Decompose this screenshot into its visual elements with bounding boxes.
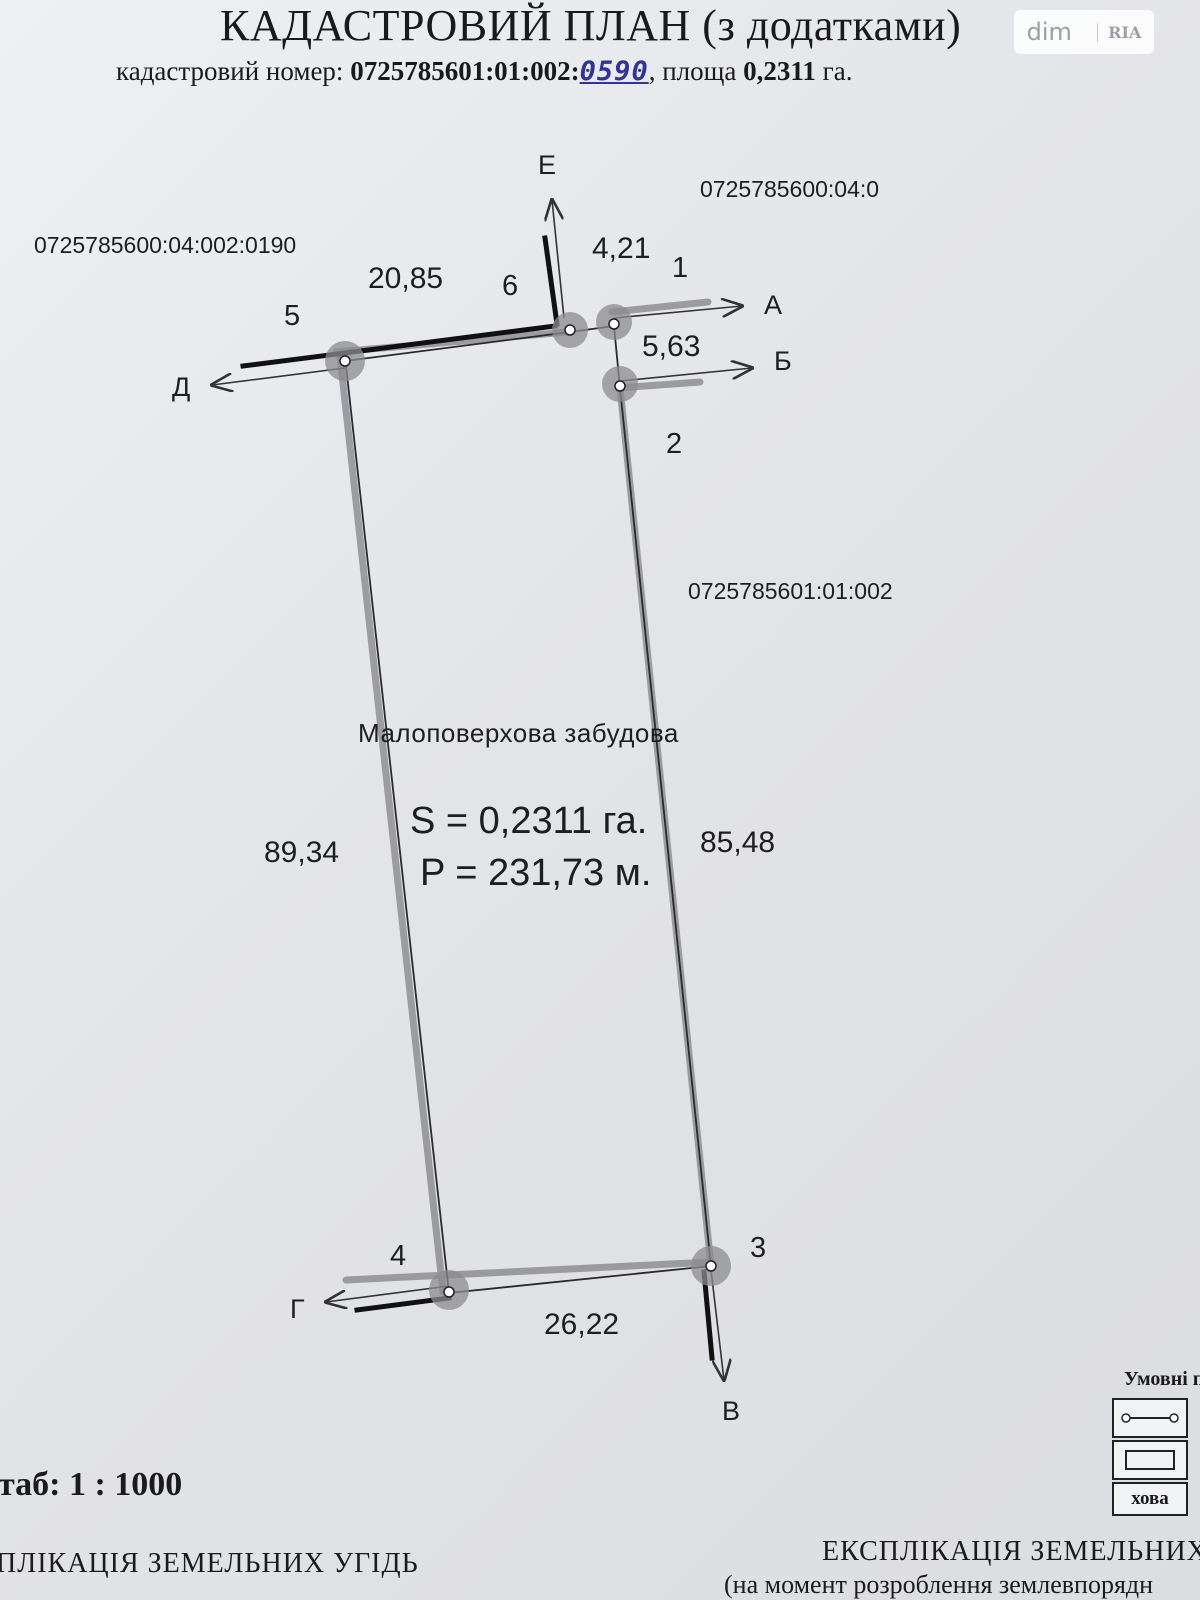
- legend-third-entry: хова: [1112, 1482, 1188, 1516]
- neighbor-letter-d: Д: [172, 372, 191, 402]
- cadastral-number: 0725785601:01:002:: [350, 56, 580, 86]
- area-unit: га.: [815, 56, 853, 86]
- area-prefix: , площа: [648, 56, 744, 86]
- cadastral-prefix: кадастровий номер:: [116, 56, 351, 86]
- watermark-dim-text: dim: [1026, 18, 1072, 46]
- scale-label: таб: 1 : 1000: [0, 1466, 183, 1503]
- boundary-3-4: [448, 1265, 712, 1294]
- legend-boundary-icon: [1121, 1413, 1179, 1423]
- corner-point-5: [339, 355, 351, 367]
- legend-title: Умовні п: [1124, 1368, 1200, 1390]
- point-number-3: 3: [750, 1232, 767, 1264]
- point-number-2: 2: [666, 428, 683, 460]
- arrow-g: [326, 1285, 450, 1302]
- point-number-1: 1: [672, 252, 689, 284]
- watermark-ria-logo: RIA: [1097, 22, 1141, 42]
- corner-point-3: [705, 1260, 717, 1272]
- explication-right-subtitle: (на момент розроблення землевпорядн: [724, 1570, 1154, 1599]
- dimension-1-2: 5,63: [642, 330, 701, 363]
- neighbor-parcel-top-left: 0725785600:04:002:0190: [34, 232, 297, 258]
- dimension-5-6: 20,85: [368, 262, 444, 295]
- neighbor-line-d-6: [342, 323, 558, 356]
- corner-point-2: [614, 380, 626, 392]
- page-title: КАДАСТРОВИЙ ПЛАН (з додатками): [220, 1, 962, 50]
- arrow-b: [619, 368, 752, 382]
- neighbor-boundaries: [240, 235, 715, 1361]
- neighbor-arrows: [212, 200, 752, 1380]
- arrow-d: [212, 367, 346, 385]
- corner-point-4: [443, 1286, 455, 1298]
- arrow-v: [710, 1269, 724, 1380]
- legend-boundary-symbol: [1112, 1398, 1188, 1438]
- arrow-e: [552, 200, 565, 319]
- explication-right-title: ЕКСПЛІКАЦІЯ ЗЕМЕЛЬНИХ: [822, 1536, 1200, 1567]
- area-label: S = 0,2311 га.: [410, 800, 648, 842]
- point-number-4: 4: [390, 1240, 407, 1272]
- neighbor-letter-e: Е: [538, 150, 557, 180]
- cadastral-handwritten-number: 0590: [579, 56, 649, 87]
- neighbor-line-v: [701, 1269, 715, 1361]
- boundary-shadow: [332, 298, 716, 1296]
- neighbor-line-e: [542, 235, 560, 327]
- neighbor-parcel-right: 0725785601:01:002: [688, 578, 893, 604]
- land-use-label: Малоповерхова забудова: [358, 718, 679, 748]
- neighbor-letter-a: А: [764, 290, 783, 320]
- neighbor-letter-g: Г: [290, 1294, 305, 1324]
- point-number-5: 5: [284, 300, 301, 332]
- explication-left-title: ПЛІКАЦІЯ ЗЕМЕЛЬНИХ УГІДЬ: [0, 1548, 419, 1579]
- legend-third-label: хова: [1131, 1488, 1169, 1509]
- perimeter-label: P = 231,73 м.: [420, 852, 652, 894]
- dimension-6-1: 4,21: [592, 232, 651, 265]
- neighbor-letter-v: В: [722, 1396, 741, 1426]
- legend-area-symbol: [1112, 1440, 1188, 1480]
- cadastral-subtitle: кадастровий номер: 0725785601:01:002:059…: [116, 56, 852, 87]
- neighbor-letter-b: Б: [774, 346, 792, 376]
- boundary-5-6: [344, 331, 571, 362]
- corner-points: [325, 304, 731, 1310]
- point-number-6: 6: [502, 270, 519, 302]
- legend-area-icon: [1125, 1450, 1175, 1470]
- neighbor-parcel-top-right: 0725785600:04:0: [700, 176, 880, 202]
- arrow-a: [613, 306, 742, 319]
- boundary-2-3: [619, 387, 712, 1267]
- corner-point-1: [608, 318, 620, 330]
- corner-point-6: [564, 324, 576, 336]
- area-value: 0,2311: [743, 56, 816, 86]
- boundary-4-5: [344, 356, 450, 1294]
- dim-ria-watermark: dim RIA: [1014, 10, 1154, 54]
- dimension-2-3: 85,48: [700, 826, 776, 859]
- dimension-3-4: 26,22: [544, 1308, 620, 1341]
- dimension-4-5: 89,34: [264, 836, 340, 869]
